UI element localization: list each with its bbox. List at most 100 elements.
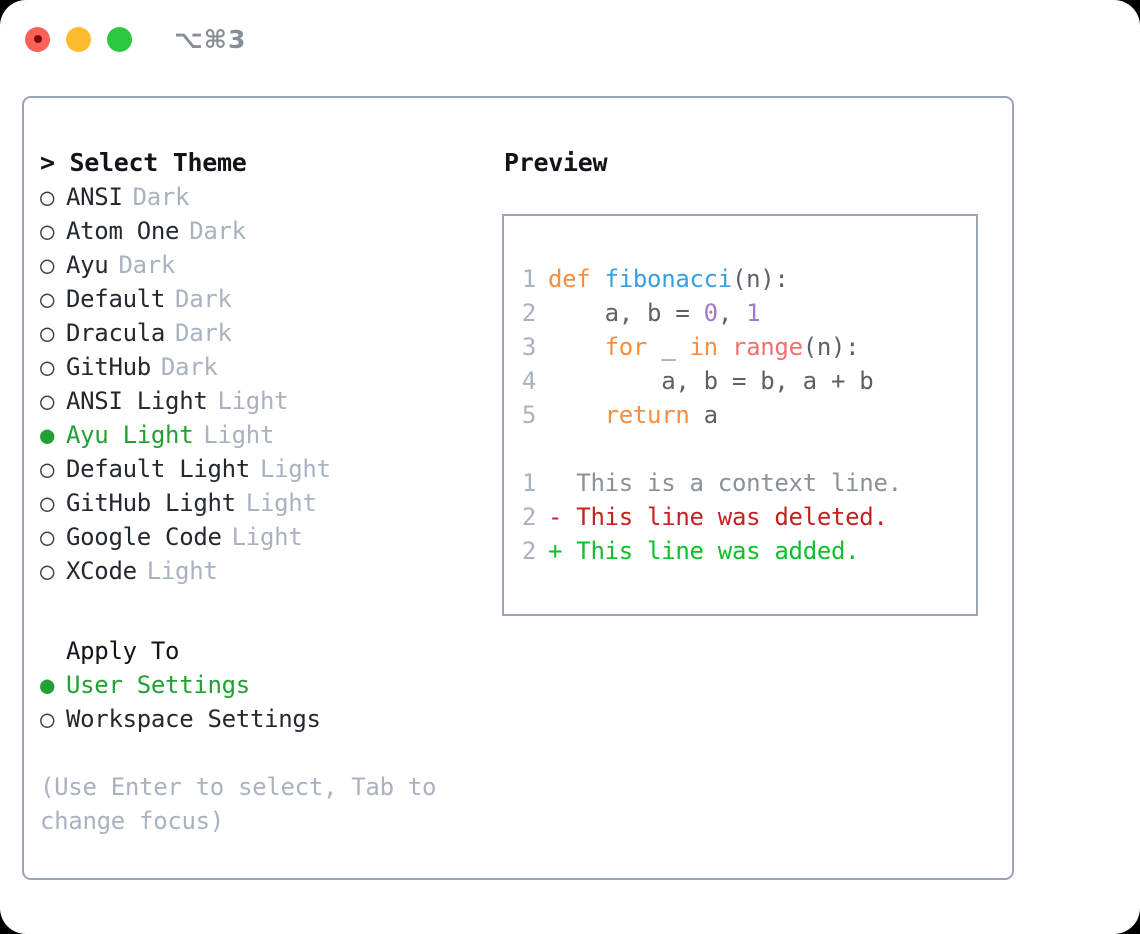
minimize-window-button[interactable]: [66, 26, 91, 52]
theme-option-label: ANSI Light: [66, 387, 208, 415]
radio-unselected-icon: ○: [40, 489, 55, 517]
theme-option-label: Default Light: [66, 455, 250, 483]
diff-sample: 1 This is a context line.2- This line wa…: [504, 466, 976, 568]
code-token-plain: [590, 265, 604, 293]
code-token-kw: for: [604, 333, 648, 361]
theme-option-kind: Dark: [160, 353, 218, 381]
apply-to-option-label: User Settings: [66, 671, 250, 699]
code-token-punc: (n):: [802, 333, 860, 361]
code-line-text: return a: [548, 398, 719, 432]
theme-option-3[interactable]: ○ Default Dark: [40, 282, 502, 316]
radio-selected-icon: ●: [40, 671, 55, 699]
theme-option-label: GitHub: [66, 353, 151, 381]
diff-marker-ctx: [548, 466, 562, 500]
theme-option-kind: Dark: [175, 319, 232, 347]
theme-option-kind: Light: [231, 523, 303, 551]
code-line-number: 3: [521, 333, 536, 361]
code-line: 5 return a: [504, 398, 976, 432]
code-line-number: 2: [521, 299, 536, 327]
code-token-num: 0: [703, 299, 718, 327]
radio-unselected-icon: ○: [40, 251, 55, 279]
code-token-fn: fibonacci: [604, 265, 733, 293]
code-token-kw: def: [548, 265, 591, 293]
diff-marker-del: -: [548, 503, 563, 531]
code-line-number: 4: [521, 367, 536, 395]
theme-option-kind: Dark: [189, 217, 246, 245]
code-token-kw: in: [689, 333, 719, 361]
title-bar: ⌥⌘3: [0, 0, 1140, 78]
theme-option-6[interactable]: ○ ANSI Light Light: [40, 384, 502, 418]
theme-option-kind: Light: [217, 387, 289, 415]
radio-unselected-icon: ○: [40, 705, 55, 733]
code-line: 1 def fibonacci(n):: [504, 262, 976, 296]
theme-option-kind: Light: [146, 557, 218, 585]
code-token-plain: [548, 333, 605, 361]
preview-heading: Preview: [504, 148, 608, 177]
close-window-button[interactable]: [25, 26, 50, 52]
code-token-plain: a, b =: [548, 299, 704, 327]
code-line-text: a, b = 0, 1: [548, 296, 761, 330]
code-line-text: def fibonacci(n):: [548, 262, 789, 296]
select-theme-heading: > Select Theme: [40, 148, 247, 177]
code-line: 2 a, b = 0, 1: [504, 296, 976, 330]
theme-option-label: Default: [66, 285, 166, 313]
diff-line: 2- This line was deleted.: [504, 500, 976, 534]
radio-unselected-icon: ○: [40, 523, 55, 551]
code-token-kw: return: [604, 401, 690, 429]
code-line: 3 for _ in range(n):: [504, 330, 976, 364]
radio-unselected-icon: ○: [40, 183, 55, 211]
radio-unselected-icon: ○: [40, 285, 55, 313]
code-token-plain: [718, 333, 732, 361]
theme-option-kind: Dark: [175, 285, 232, 313]
code-line-number: 1: [521, 265, 536, 293]
zoom-window-button[interactable]: [107, 26, 132, 52]
apply-to-option-list[interactable]: ● User Settings ○Workspace Settings: [40, 668, 502, 736]
diff-line-number: 2: [521, 503, 536, 531]
radio-unselected-icon: ○: [40, 217, 55, 245]
theme-option-label: Ayu: [66, 251, 109, 279]
theme-option-8[interactable]: ○ Default Light Light: [40, 452, 502, 486]
radio-unselected-icon: ○: [40, 455, 55, 483]
radio-selected-icon: ●: [40, 421, 55, 449]
code-token-plain: _: [647, 333, 690, 361]
radio-unselected-icon: ○: [40, 353, 55, 381]
theme-option-kind: Light: [203, 421, 275, 449]
code-line-number: 5: [521, 401, 536, 429]
theme-option-label: Atom One: [66, 217, 180, 245]
keyboard-shortcut-label: ⌥⌘3: [174, 24, 247, 54]
apply-to-option-1[interactable]: ○Workspace Settings: [40, 702, 502, 736]
apply-to-heading: Apply To: [66, 637, 180, 665]
diff-line-number: 1: [521, 469, 536, 497]
theme-option-5[interactable]: ○ GitHub Dark: [40, 350, 502, 384]
apply-to-option-0[interactable]: ● User Settings: [40, 668, 502, 702]
theme-option-label: XCode: [66, 557, 137, 585]
code-token-plain: [548, 401, 605, 429]
code-token-plain: a, b = b, a + b: [548, 367, 874, 395]
diff-line: 1 This is a context line.: [504, 466, 976, 500]
window-controls: [25, 26, 132, 52]
diff-line-number: 2: [521, 537, 536, 565]
code-token-punc: (n):: [731, 265, 789, 293]
theme-option-1[interactable]: ○ Atom One Dark: [40, 214, 502, 248]
theme-option-label: GitHub Light: [66, 489, 236, 517]
diff-line: 2+ This line was added.: [504, 534, 976, 568]
radio-unselected-icon: ○: [40, 319, 55, 347]
radio-unselected-icon: ○: [40, 387, 55, 415]
code-token-plain: a: [689, 401, 718, 429]
theme-option-label: ANSI: [66, 183, 123, 211]
theme-option-kind: Light: [259, 455, 331, 483]
code-line: 4 a, b = b, a + b: [504, 364, 976, 398]
